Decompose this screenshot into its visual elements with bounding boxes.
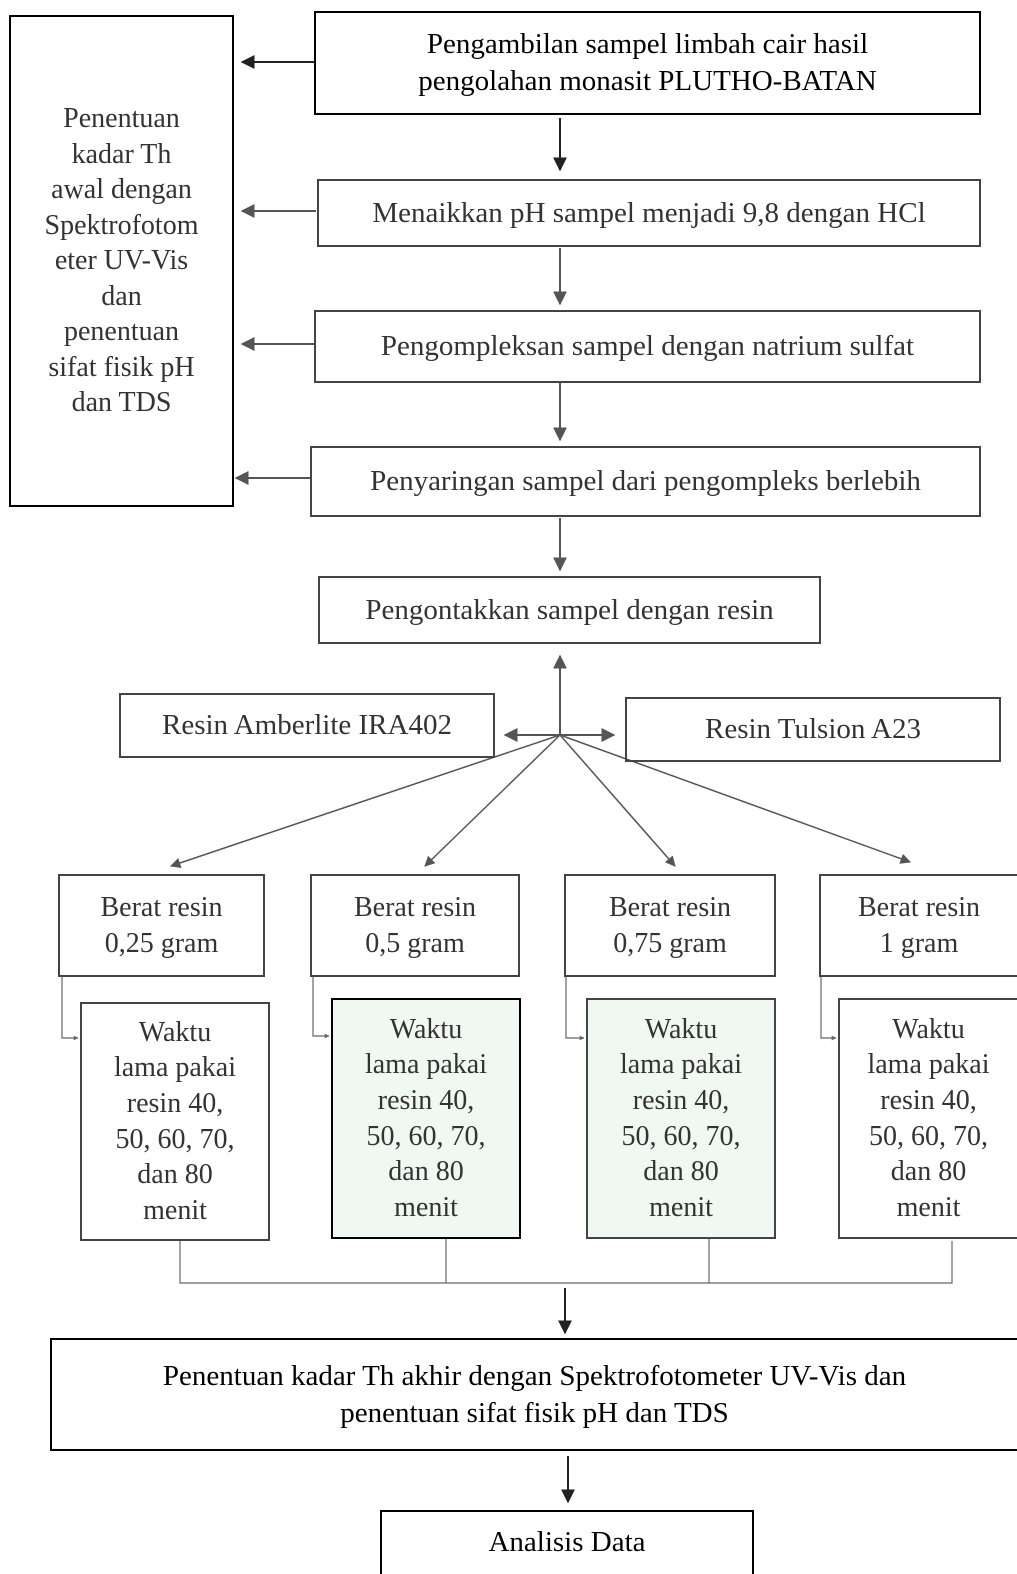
step-complexation-text: Pengompleksan sampel dengan natrium sulf… bbox=[380, 330, 915, 363]
arrow-hub-to-weight-1 bbox=[170, 734, 561, 868]
resin-tulsion-box: Resin Tulsion A23 bbox=[625, 697, 1001, 762]
step-ph-adjust-box: Menaikkan pH sampel menjadi 9,8 dengan H… bbox=[317, 179, 981, 247]
usage-time-text: Waktu lama pakai resin 40, 50, 60, 70, d… bbox=[364, 1013, 488, 1223]
resin-amberlite-text: Resin Amberlite IRA402 bbox=[162, 709, 452, 742]
elbow-weight3-to-time3 bbox=[565, 976, 585, 1041]
data-analysis-text: Analisis Data bbox=[488, 1526, 646, 1558]
initial-measurement-box: Penentuan kadar Th awal dengan Spektrofo… bbox=[9, 15, 234, 507]
arrow-hub-to-weight-3 bbox=[559, 734, 676, 867]
elbow-weight4-to-time4 bbox=[820, 976, 837, 1041]
arrow-hub-to-weight-2 bbox=[424, 734, 561, 867]
resin-tulsion-text: Resin Tulsion A23 bbox=[705, 713, 921, 746]
resin-weight-box: Berat resin 0,5 gram bbox=[310, 874, 520, 977]
initial-measurement-text: Penentuan kadar Th awal dengan Spektrofo… bbox=[44, 103, 199, 419]
step-ph-adjust-text: Menaikkan pH sampel menjadi 9,8 dengan H… bbox=[372, 196, 926, 229]
elbow-weight1-to-time1 bbox=[61, 976, 79, 1041]
step-complexation-box: Pengompleksan sampel dengan natrium sulf… bbox=[314, 310, 981, 383]
resin-amberlite-box: Resin Amberlite IRA402 bbox=[119, 693, 495, 758]
usage-time-text: Waktu lama pakai resin 40, 50, 60, 70, d… bbox=[867, 1013, 990, 1223]
resin-weight-box: Berat resin 0,75 gram bbox=[564, 874, 776, 977]
resin-weight-text: Berat resin 0,75 gram bbox=[608, 891, 732, 959]
usage-time-box: Waktu lama pakai resin 40, 50, 60, 70, d… bbox=[80, 1002, 270, 1241]
elbow-weight2-to-time2 bbox=[312, 976, 330, 1039]
step-sampling-text: Pengambilan sampel limbah cair hasil pen… bbox=[418, 28, 877, 97]
data-analysis-box: Analisis Data bbox=[380, 1510, 754, 1574]
resin-weight-text: Berat resin 0,25 gram bbox=[100, 891, 223, 959]
collector-bracket bbox=[179, 1241, 953, 1284]
step-resin-contact-text: Pengontakkan sampel dengan resin bbox=[365, 593, 774, 626]
final-measurement-box: Penentuan kadar Th akhir dengan Spektrof… bbox=[50, 1338, 1017, 1451]
usage-time-box: Waktu lama pakai resin 40, 50, 60, 70, d… bbox=[331, 998, 521, 1239]
step-filtration-box: Penyaringan sampel dari pengompleks berl… bbox=[310, 446, 981, 517]
usage-time-box: Waktu lama pakai resin 40, 50, 60, 70, d… bbox=[586, 998, 776, 1239]
usage-time-text: Waktu lama pakai resin 40, 50, 60, 70, d… bbox=[113, 1016, 237, 1226]
usage-time-box: Waktu lama pakai resin 40, 50, 60, 70, d… bbox=[838, 998, 1017, 1239]
arrow-hub-to-weight-4 bbox=[559, 734, 911, 864]
step-sampling-box: Pengambilan sampel limbah cair hasil pen… bbox=[314, 11, 981, 115]
resin-weight-text: Berat resin 0,5 gram bbox=[353, 891, 477, 959]
final-measurement-text: Penentuan kadar Th akhir dengan Spektrof… bbox=[162, 1359, 907, 1429]
step-resin-contact-box: Pengontakkan sampel dengan resin bbox=[318, 576, 821, 644]
resin-weight-box: Berat resin 1 gram bbox=[819, 874, 1017, 977]
step-filtration-text: Penyaringan sampel dari pengompleks berl… bbox=[370, 465, 921, 498]
resin-weight-box: Berat resin 0,25 gram bbox=[58, 874, 265, 977]
usage-time-text: Waktu lama pakai resin 40, 50, 60, 70, d… bbox=[619, 1013, 743, 1223]
resin-weight-text: Berat resin 1 gram bbox=[857, 891, 981, 959]
